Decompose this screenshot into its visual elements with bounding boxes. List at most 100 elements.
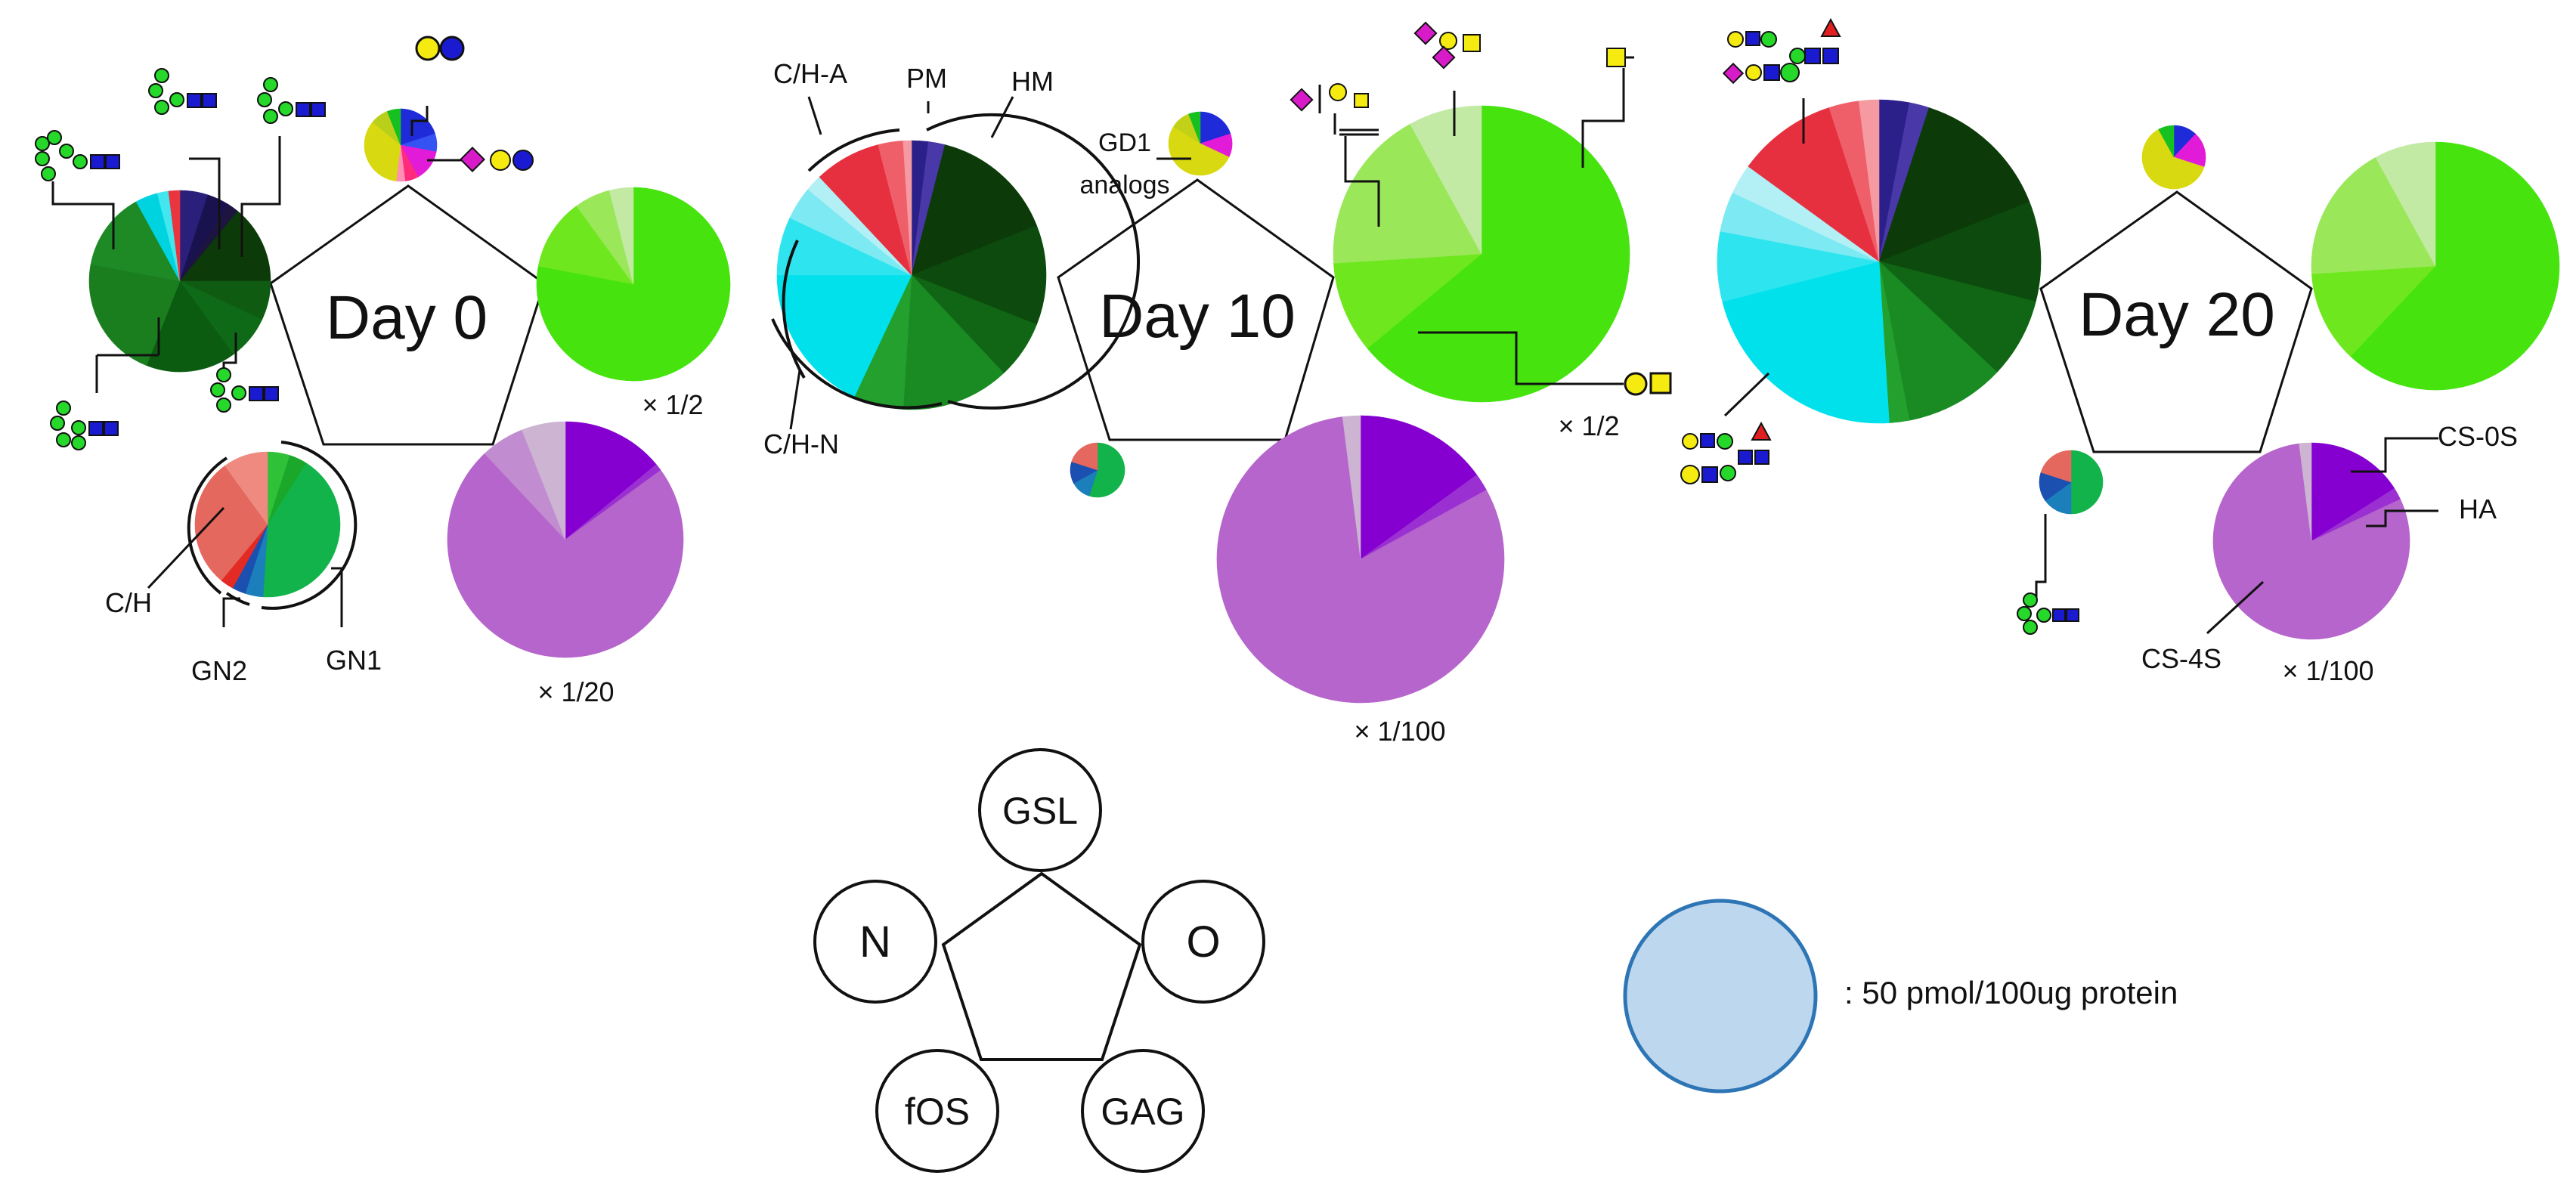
day10-o-multiplier: × 1/2: [1558, 410, 1619, 441]
day0-panel: Day 0 C/H GN2 GN1 × 1/2 × 1/20: [35, 36, 731, 707]
day0-mannose-glycan-c-icon: [257, 77, 326, 124]
day10-n-label-chn: C/H-N: [763, 428, 839, 459]
day0-fos-label-gn2: GN2: [191, 655, 247, 686]
day20-pentagon: [2039, 190, 2313, 453]
day0-fos-pie-slice-6: [194, 465, 268, 581]
legend-gsl-label: GSL: [1002, 790, 1078, 832]
legend-gsl-node: [978, 748, 1102, 872]
day10-gsl-pie: [1168, 111, 1233, 176]
day0-gsl-glycan-b-icon: [460, 147, 534, 172]
day0-gsl-pie-slice-7: [386, 108, 401, 146]
legend-gag-node: [1081, 1049, 1205, 1173]
day20-gag-label-cs0s: CS-0S: [2438, 421, 2518, 452]
day0-gsl-pie: [364, 108, 438, 182]
legend-fos-label: fOS: [905, 1090, 970, 1133]
legend-o-node: [1141, 880, 1265, 1004]
day10-n-glycan-pie-slice-7: [776, 274, 912, 398]
day0-fos-pie-slice-2: [262, 462, 341, 598]
day0-gsl-glycan-a-icon: [415, 36, 465, 61]
day0-gsl-pie-slice-5: [364, 121, 401, 181]
day20-gsl-pie-slice-2: [2141, 128, 2205, 190]
day20-title: Day 20: [2079, 280, 2275, 349]
day10-tn-antigen-icon: [1606, 48, 1634, 67]
day0-n-glycan-pie: [88, 190, 271, 373]
day10-n-glycan-pie-slice-2: [911, 144, 1037, 276]
day10-gag-pie-slice-2: [1216, 416, 1505, 704]
day20-n-glycan-pie-slice-3: [1878, 201, 2042, 302]
day20-n-glycan-pie-slice-7: [1722, 261, 1890, 424]
day10-n-glycan-pie-slice-11: [819, 144, 912, 276]
day0-gag-pie-slice-2: [447, 453, 684, 658]
day0-fos-label-ch: C/H: [105, 587, 152, 618]
day20-n-glycan-pie-slice-11: [1748, 107, 1880, 262]
day20-o-glycan-pie-slice-0: [2350, 141, 2560, 391]
day10-n-label-hm: HM: [1011, 66, 1054, 97]
day20-sialyl-complex-glycan-icon: [1722, 17, 1841, 85]
scale-text: : 50 pmol/100ug protein: [1844, 975, 2178, 1010]
day10-gsl-pie-slice-4: [1188, 111, 1201, 144]
day10-o-glycan-pie-slice-1: [1333, 253, 1482, 349]
day20-fos-pie: [2039, 450, 2104, 515]
day0-mannose-glycan-b-icon: [148, 68, 217, 115]
legend-gag-label: GAG: [1101, 1090, 1184, 1133]
day20-o-glycan-pie-slice-1: [2311, 265, 2436, 357]
day0-mannose-glycan-e-icon: [210, 367, 279, 413]
day10-n-glycan-pie: [776, 140, 1047, 410]
day20-o-glycan-pie: [2311, 141, 2560, 391]
day0-fos-gn1-bracket: [261, 441, 358, 610]
day0-o-glycan-pie-slice-3: [608, 187, 634, 285]
day20-gag-pie: [2212, 442, 2410, 640]
day10-n-glycan-pie-slice-13: [903, 140, 912, 276]
day0-gsl-pie-slice-0: [400, 108, 436, 146]
day0-o-glycan-pie: [536, 187, 731, 382]
day10-n-glycan-pie-slice-5: [903, 274, 1005, 410]
day10-o-glycan-pie-slice-0: [1367, 105, 1630, 403]
day10-o-glycan-pie-slice-3: [1410, 105, 1482, 255]
day20-fos-pie-slice-0: [2070, 450, 2104, 515]
scale-reference-circle: [1623, 899, 1818, 1094]
day20-n-glycan-pie-slice-2: [1878, 107, 2030, 262]
day10-gag-multiplier: × 1/100: [1354, 716, 1445, 747]
day20-gsl-pie: [2141, 125, 2206, 190]
day20-n-glycan-pie-slice-4: [1878, 261, 2036, 373]
day0-n-glycan-pie-slice-6: [146, 280, 234, 373]
day10-fos-pie-slice-3: [1071, 442, 1098, 471]
day20-gag-multiplier: × 1/100: [2282, 655, 2373, 686]
day20-gsl-pie-slice-3: [2158, 125, 2175, 158]
day10-core1-o-glycan-icon: [1624, 372, 1672, 396]
day10-o-glycan-pie-slice-2: [1333, 123, 1482, 264]
day20-gag-label-cs4s: CS-4S: [2141, 643, 2221, 674]
day20-o-glycan-pie-slice-2: [2311, 156, 2436, 274]
day0-gag-multiplier: × 1/20: [537, 676, 614, 707]
legend-pentagon: [941, 871, 1142, 1061]
day0-gag-pie-slice-4: [522, 421, 566, 540]
day10-disialyl-o-glycan-icon: [1413, 21, 1481, 70]
day0-o-glycan-pie-slice-1: [537, 206, 634, 285]
day20-complex-glycan-icon: [1680, 421, 1772, 484]
day20-panel: Day 20 CS-0S HA CS-4S × 1/100: [1680, 17, 2560, 686]
legend-n-node: [813, 880, 937, 1004]
day0-o-multiplier: × 1/2: [642, 389, 703, 420]
day0-fos-pie-slice-7: [224, 451, 268, 525]
day10-gag-pie-slice-0: [1360, 415, 1478, 560]
day20-n-glycan-pie-slice-5: [1878, 261, 1998, 421]
day10-gag-pie-slice-3: [1342, 415, 1361, 560]
legend-n-label: N: [859, 917, 891, 967]
day10-o-glycan-pie: [1333, 105, 1630, 403]
day0-mannose-glycan-d-icon: [50, 401, 119, 450]
day20-gag-pie-slice-3: [2299, 442, 2312, 542]
day0-title: Day 0: [326, 283, 488, 352]
day0-high-mannose-glycan-icon: [35, 130, 120, 181]
day0-gag-pie: [447, 421, 684, 658]
day0-fos-pie: [194, 451, 341, 598]
day0-fos-ch-bracket: [187, 456, 228, 595]
day20-fos-pie-slice-3: [2040, 450, 2072, 483]
scale-key: : 50 pmol/100ug protein: [1623, 899, 2178, 1094]
day0-n-glycan-pie-slice-7: [88, 264, 181, 366]
day20-gag-label-ha: HA: [2459, 493, 2497, 524]
day10-n-label-cha: C/H-A: [773, 58, 847, 89]
day20-n-glycan-pie: [1717, 99, 2042, 424]
